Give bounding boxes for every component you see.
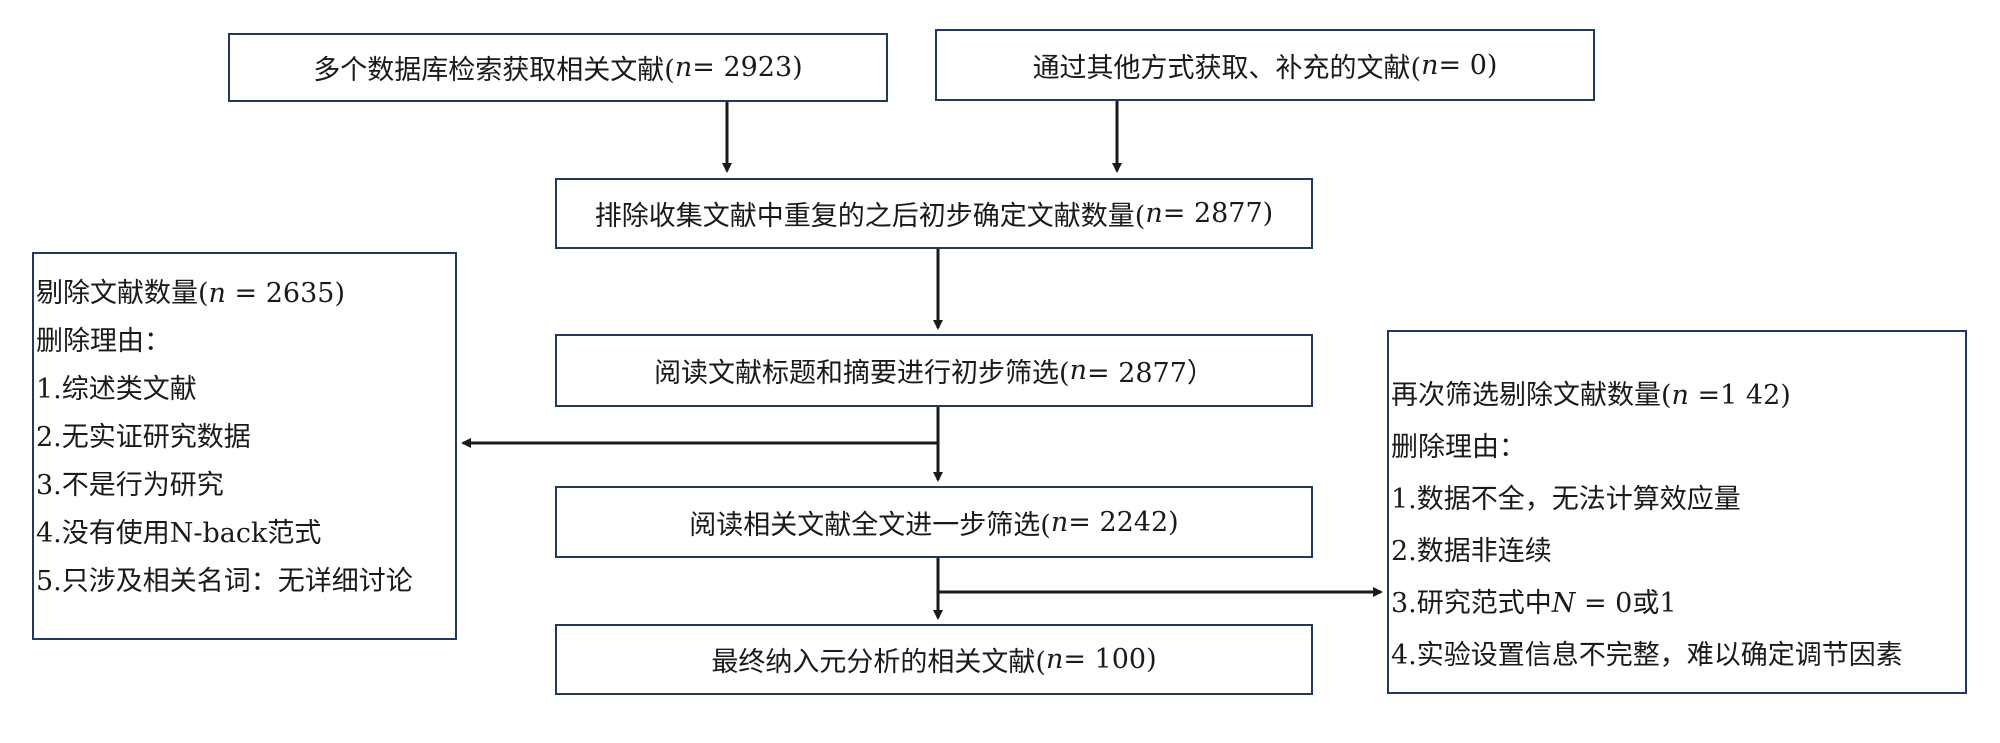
excluded-first-reason-5: 5.只涉及相关名词：无详细讨论 xyxy=(36,566,413,597)
excluded-second-reason-label: 删除理由： xyxy=(1391,432,1526,463)
excluded-second-reason-2: 2.数据非连续 xyxy=(1391,536,1552,567)
box-fulltext-screen: 阅读相关文献全文进一步筛选(n = 2242) xyxy=(555,486,1313,558)
box-other-sources: 通过其他方式获取、补充的文献(n = 0) xyxy=(935,29,1595,101)
excluded-second-title: 再次筛选剔除文献数量(n =1 42) xyxy=(1391,380,1791,411)
box-final-included: 最终纳入元分析的相关文献(n = 100) xyxy=(555,624,1313,695)
excluded-first-reason-4: 4.没有使用N-back范式 xyxy=(36,518,322,549)
excluded-first-reason-3: 3.不是行为研究 xyxy=(36,470,224,501)
excluded-first-reason-label: 删除理由： xyxy=(36,326,171,357)
excluded-second-reason-4: 4.实验设置信息不完整，难以确定调节因素 xyxy=(1391,640,1903,671)
box-excluded-first: 剔除文献数量(n = 2635) 删除理由： 1.综述类文献 2.无实证研究数据… xyxy=(32,252,457,640)
box-excluded-second: 再次筛选剔除文献数量(n =1 42) 删除理由： 1.数据不全，无法计算效应量… xyxy=(1387,330,1967,694)
excluded-second-reason-3: 3.研究范式中N = 0或1 xyxy=(1391,588,1677,619)
excluded-second-reason-1: 1.数据不全，无法计算效应量 xyxy=(1391,484,1741,515)
box-database-search: 多个数据库检索获取相关文献(n = 2923) xyxy=(228,33,888,102)
box-dedup: 排除收集文献中重复的之后初步确定文献数量(n = 2877) xyxy=(555,178,1313,249)
excluded-first-title: 剔除文献数量(n = 2635) xyxy=(36,278,345,309)
excluded-first-reason-2: 2.无实证研究数据 xyxy=(36,422,251,453)
box-title-abstract-screen: 阅读文献标题和摘要进行初步筛选(n = 2877） xyxy=(555,334,1313,407)
excluded-first-reason-1: 1.综述类文献 xyxy=(36,374,197,405)
